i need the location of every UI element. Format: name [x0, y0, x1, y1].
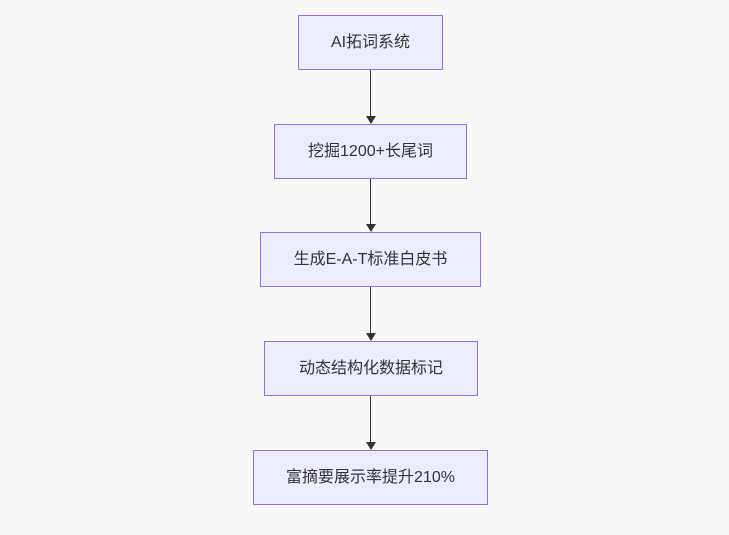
flowchart-node-rich-snippet-result: 富摘要展示率提升210%: [253, 450, 488, 505]
edge-line: [369, 396, 372, 442]
edge-arrow-2: [364, 179, 377, 232]
flowchart-node-ai-system: AI拓词系统: [298, 15, 443, 70]
edge-line: [369, 70, 372, 116]
arrowhead-icon: [365, 442, 376, 450]
edge-line: [369, 287, 372, 333]
edge-line: [369, 179, 372, 224]
node-label: 动态结构化数据标记: [298, 359, 443, 377]
edge-arrow-1: [364, 70, 377, 124]
node-label: 挖掘1200+长尾词: [308, 142, 433, 160]
flowchart-node-longtail-words: 挖掘1200+长尾词: [274, 124, 467, 179]
arrowhead-icon: [365, 224, 376, 232]
edge-arrow-3: [364, 287, 377, 341]
node-label: 生成E-A-T标准白皮书: [293, 250, 448, 268]
edge-arrow-4: [364, 396, 377, 450]
arrowhead-icon: [365, 333, 376, 341]
node-label: 富摘要展示率提升210%: [286, 468, 455, 486]
arrowhead-icon: [365, 116, 376, 124]
node-label: AI拓词系统: [330, 33, 411, 51]
flowchart-node-eat-whitepaper: 生成E-A-T标准白皮书: [260, 232, 481, 287]
flowchart-node-structured-data: 动态结构化数据标记: [264, 341, 478, 396]
